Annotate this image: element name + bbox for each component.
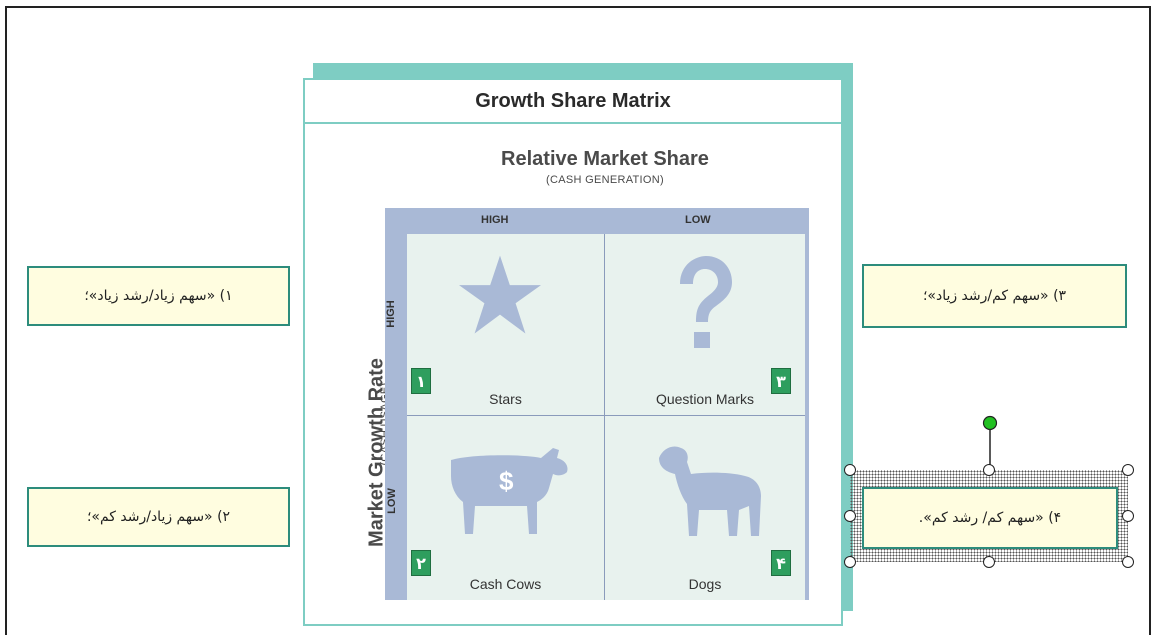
row-label-high: HIGH [384, 300, 397, 328]
growth-share-matrix: Growth Share Matrix Relative Market Shar… [303, 78, 843, 626]
resize-handle-bottom-right[interactable] [1122, 556, 1134, 568]
resize-handle-top-left[interactable] [844, 464, 856, 476]
resize-handle-bottom[interactable] [983, 556, 995, 568]
star-icon [459, 255, 541, 334]
badge-number: ۴ [771, 550, 791, 576]
callout-high-share-low-growth[interactable]: ۲) «سهم زیاد/رشد کم»؛ [27, 487, 290, 547]
cell-dogs: ۴ Dogs [605, 416, 805, 600]
badge-number: ١ [411, 368, 431, 394]
cell-label-cash-cows: Cash Cows [469, 576, 542, 592]
resize-handle-left[interactable] [844, 510, 856, 522]
row-label-low: LOW [385, 488, 398, 514]
cell-question-marks: ٣ Question Marks [605, 234, 805, 416]
cell-label-question-marks: Question Marks [655, 391, 755, 407]
x-axis-title: Relative Market Share [501, 148, 709, 170]
badge-number: ٣ [771, 368, 791, 394]
cell-stars: ١ Stars [407, 234, 605, 416]
matrix-grid: HIGH LOW HIGH LOW ١ Stars ٣ Question Mar… [385, 208, 809, 600]
cell-label-dogs: Dogs [688, 576, 722, 592]
cell-label-stars: Stars [489, 391, 522, 407]
callout-high-share-high-growth[interactable]: ۱) «سهم زیاد/رشد زیاد»؛ [27, 266, 290, 326]
callout-low-share-low-growth[interactable]: ۴) «سهم کم/ رشد کم». [862, 487, 1118, 549]
matrix-title: Growth Share Matrix [305, 80, 841, 124]
callout-low-share-high-growth[interactable]: ۳) «سهم کم/رشد زیاد»؛ [862, 264, 1127, 328]
resize-handle-bottom-left[interactable] [844, 556, 856, 568]
dog-icon [659, 446, 761, 536]
question-mark-icon [680, 256, 732, 348]
slide-frame [5, 6, 1151, 635]
resize-handle-top[interactable] [983, 464, 995, 476]
column-label-high: HIGH [481, 214, 509, 226]
x-axis-subtitle: (CASH GENERATION) [546, 174, 664, 186]
cow-icon: $ [451, 448, 568, 534]
resize-handle-top-right[interactable] [1122, 464, 1134, 476]
badge-number: ٢ [411, 550, 431, 576]
column-label-low: LOW [685, 214, 711, 226]
svg-text:$: $ [499, 466, 514, 496]
resize-handle-right[interactable] [1122, 510, 1134, 522]
cell-cash-cows: $ ٢ Cash Cows [407, 416, 605, 600]
